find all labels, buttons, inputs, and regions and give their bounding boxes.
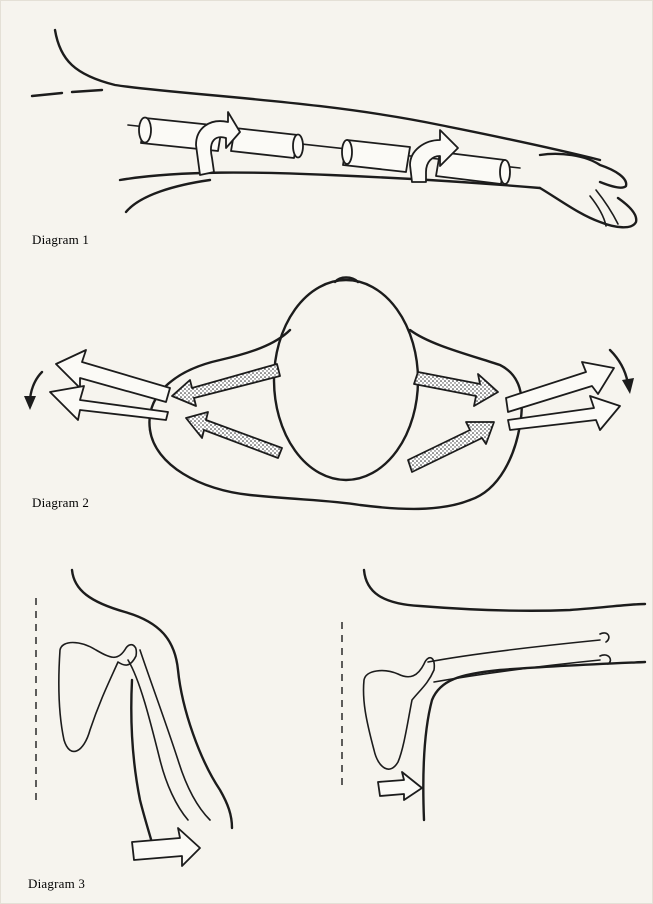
caption-diagram-3: Diagram 3 [28, 876, 85, 891]
diagram-3-arm-raised [342, 570, 645, 820]
diagram-3-arm-down [36, 570, 232, 866]
diagram-2-head-top-view [24, 278, 634, 509]
caption-diagram-1: Diagram 1 [32, 232, 89, 247]
caption-diagram-2: Diagram 2 [32, 495, 89, 510]
diagram-1-arm [32, 30, 636, 227]
